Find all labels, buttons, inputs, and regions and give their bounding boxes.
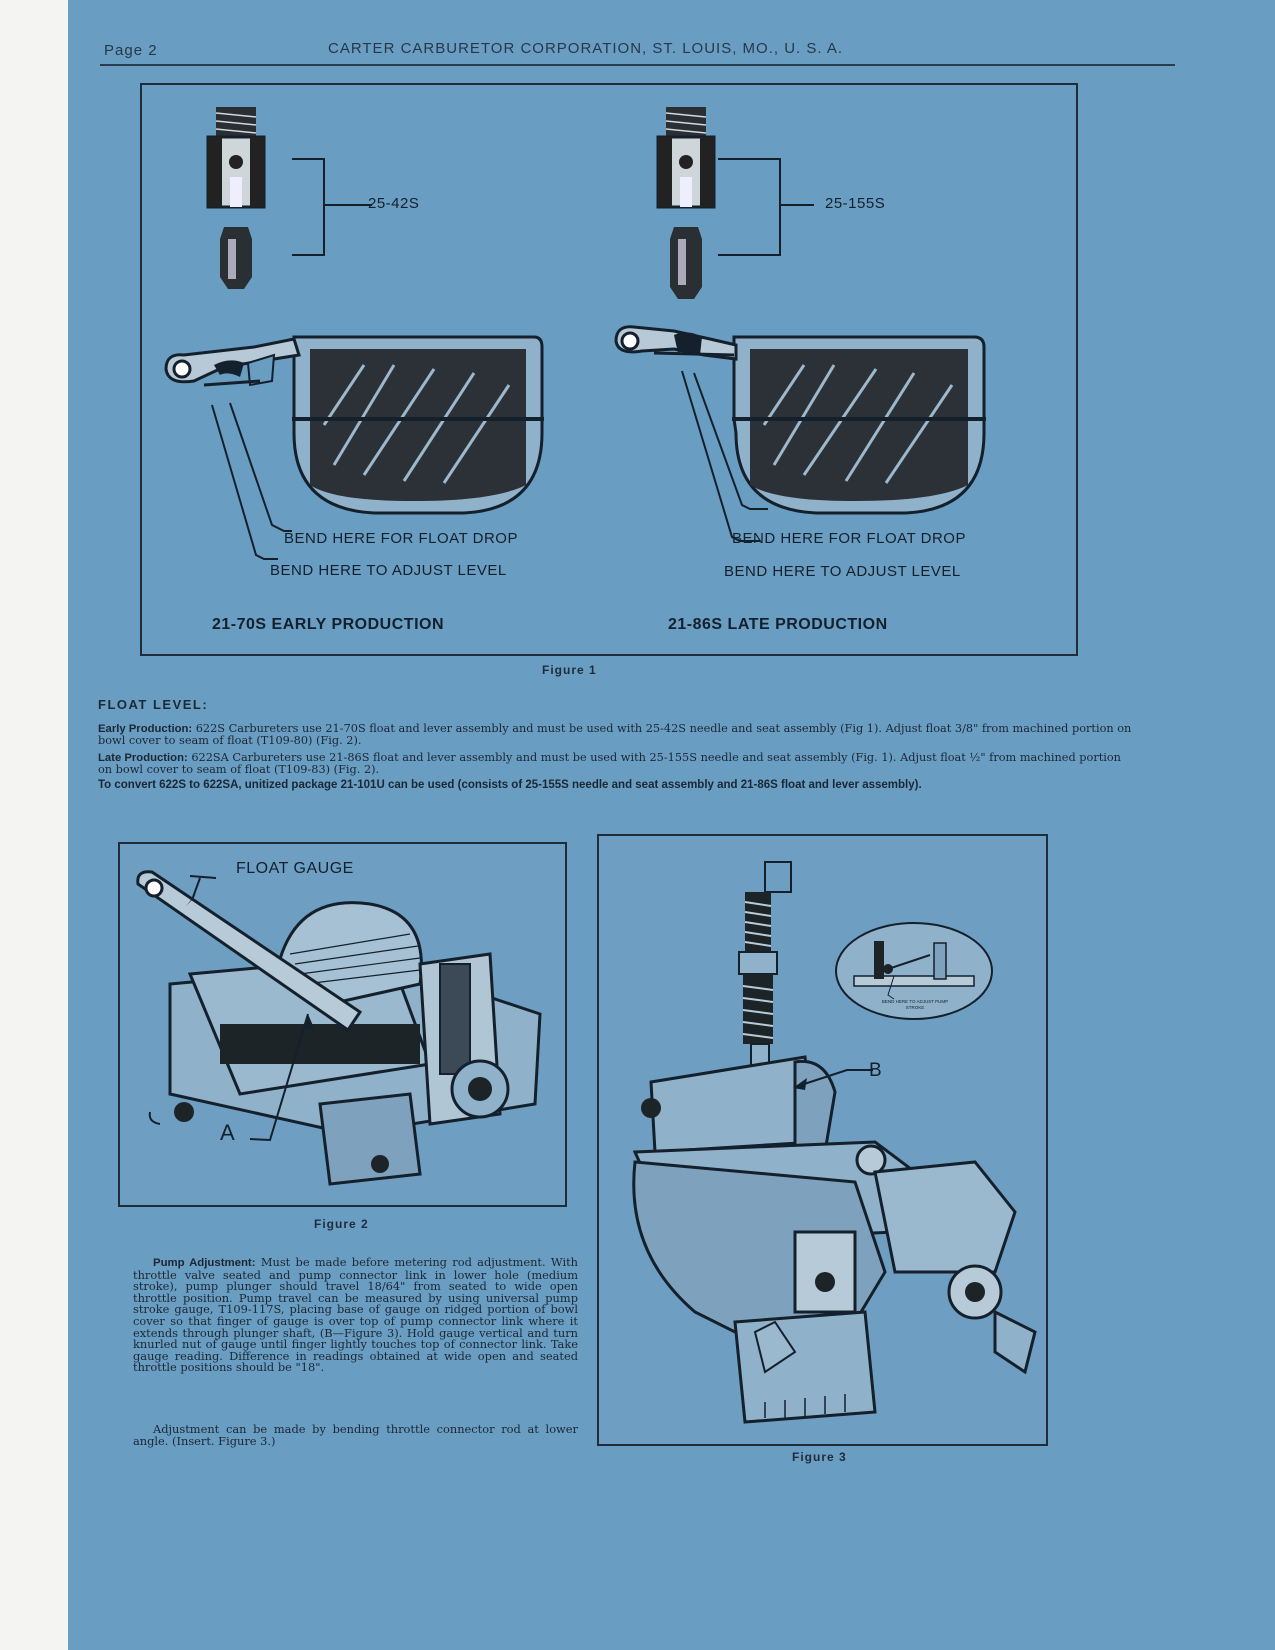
page-margin: [0, 0, 68, 1650]
leader-lines-left: [211, 402, 292, 560]
float-drop-label-right: BEND HERE FOR FLOAT DROP: [732, 530, 966, 547]
adjust-paragraph: Adjustment can be made by bending thrott…: [133, 1422, 578, 1448]
document-page: Page 2 CARTER CARBURETOR CORPORATION, ST…: [68, 0, 1275, 1650]
header-rule: [100, 64, 1175, 66]
page-header: Page 2 CARTER CARBURETOR CORPORATION, ST…: [68, 40, 1275, 62]
adjust-level-label-right: BEND HERE TO ADJUST LEVEL: [724, 563, 961, 580]
float-gauge-label: FLOAT GAUGE: [236, 860, 354, 877]
float-gauge-illustration: [136, 870, 542, 1186]
callout-a: A: [220, 1120, 236, 1145]
part-number-right: 25-155S: [825, 195, 886, 212]
adjust-level-label-left: BEND HERE TO ADJUST LEVEL: [270, 562, 507, 579]
bracket-right: [718, 158, 814, 256]
figure-1-frame: 25-42S 25-155S: [140, 83, 1078, 656]
late-production-text: 622SA Carbureters use 21-86S float and l…: [98, 751, 1121, 776]
pump-adjustment-paragraph: Pump Adjustment: Must be made before met…: [133, 1255, 578, 1375]
carburetor-illustration: [632, 861, 1037, 1424]
figure-3-frame: BEND HERE TO ADJUST PUMP STROKE B: [597, 834, 1048, 1446]
insert-caption: BEND HERE TO ADJUST PUMP STROKE: [881, 999, 949, 1010]
bracket-left: [292, 158, 372, 256]
late-production-label: Late Production:: [98, 752, 188, 764]
needle-seat-illustration-left: [206, 107, 266, 289]
early-production-text: 622S Carbureters use 21-70S float and le…: [98, 722, 1132, 747]
figure-2-frame: FLOAT GAUGE A: [118, 842, 567, 1207]
float-drop-label-left: BEND HERE FOR FLOAT DROP: [284, 530, 518, 547]
convert-paragraph: To convert 622S to 622SA, unitized packa…: [98, 779, 1138, 791]
figure-1-caption: Figure 1: [542, 663, 597, 677]
figure-2-caption: Figure 2: [314, 1217, 369, 1231]
adjust-text: Adjustment can be made by bending thrott…: [133, 1422, 578, 1448]
header-title: CARTER CARBURETOR CORPORATION, ST. LOUIS…: [328, 40, 844, 57]
early-production-label: Early Production:: [98, 723, 193, 735]
callout-b: B: [869, 1060, 883, 1081]
part-number-left: 25-42S: [368, 195, 420, 212]
leader-lines-right: [681, 370, 768, 542]
pump-adjustment-text: Must be made before metering rod adjustm…: [133, 1255, 578, 1375]
convert-text: To convert 622S to 622SA, unitized packa…: [98, 779, 922, 791]
float-lever-illustration-right: [614, 325, 986, 515]
needle-seat-illustration-right: [656, 107, 716, 299]
production-label-right: 21-86S LATE PRODUCTION: [668, 616, 888, 633]
late-production-paragraph: Late Production: 622SA Carbureters use 2…: [98, 752, 1138, 776]
float-lever-illustration-left: [164, 335, 544, 515]
pump-stroke-insert: [835, 922, 993, 1020]
float-level-heading: FLOAT LEVEL:: [98, 697, 209, 712]
page-number: Page 2: [104, 42, 158, 59]
production-label-left: 21-70S EARLY PRODUCTION: [212, 616, 445, 633]
early-production-paragraph: Early Production: 622S Carbureters use 2…: [98, 723, 1138, 747]
pump-adjustment-label: Pump Adjustment:: [153, 1257, 256, 1269]
figure-3-caption: Figure 3: [792, 1450, 847, 1464]
